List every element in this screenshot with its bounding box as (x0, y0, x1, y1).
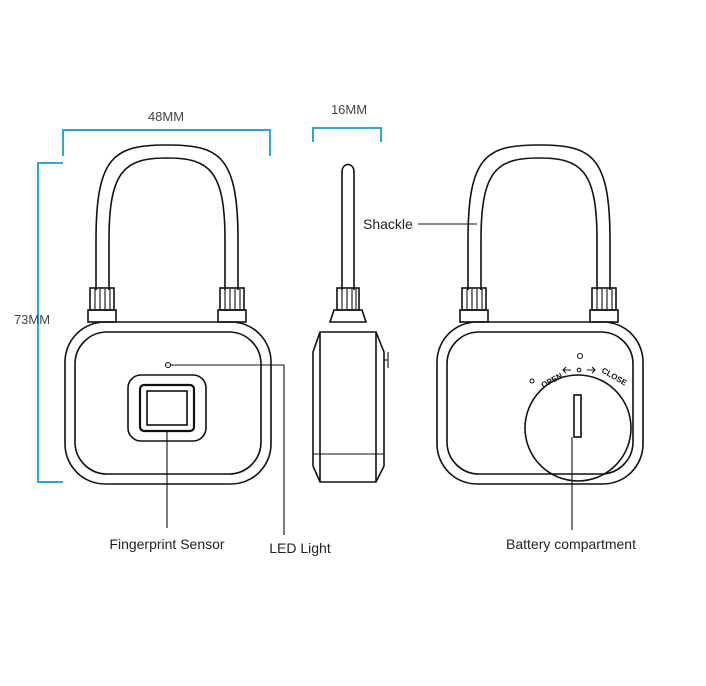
height-label: 73MM (14, 312, 50, 327)
depth-label: 16MM (331, 102, 367, 117)
back-view: OPEN CLOSE (436, 144, 644, 485)
side-collar (328, 287, 368, 323)
side-view (312, 163, 389, 483)
front-left-collar (87, 287, 117, 323)
back-shackle-inner (480, 157, 598, 290)
shackle-callout: Shackle (363, 216, 477, 232)
back-right-collar (589, 287, 619, 323)
open-text: OPEN (540, 371, 564, 390)
back-body-inner (446, 331, 634, 475)
led-light-label: LED Light (269, 540, 331, 556)
led-light-dot (164, 361, 172, 369)
front-view (64, 144, 272, 485)
front-body-inner (74, 331, 262, 475)
fingerprint-sensor-label: Fingerprint Sensor (109, 536, 225, 552)
open-arrow-icon (562, 366, 571, 374)
back-body-outer (436, 321, 644, 485)
front-shackle-inner (108, 157, 226, 290)
front-body-outer (64, 321, 272, 485)
front-right-collar (217, 287, 247, 323)
back-shackle-outer (467, 144, 611, 290)
side-shackle (341, 163, 355, 290)
back-left-collar (459, 287, 489, 323)
battery-cover: OPEN CLOSE (524, 352, 632, 482)
width-label: 48MM (148, 109, 184, 124)
shackle-label: Shackle (363, 216, 413, 232)
close-text: CLOSE (600, 366, 629, 388)
led-callout: LED Light (171, 364, 331, 556)
battery-compartment-label: Battery compartment (506, 536, 636, 552)
width-dimension: 48MM (62, 109, 271, 156)
fingerprint-callout: Fingerprint Sensor (109, 431, 225, 552)
side-body-outer (312, 331, 385, 483)
front-shackle-outer (95, 144, 239, 290)
height-dimension: 73MM (14, 162, 63, 483)
close-arrow-icon (587, 366, 596, 374)
battery-callout: Battery compartment (506, 437, 636, 552)
depth-dimension: 16MM (312, 102, 382, 142)
